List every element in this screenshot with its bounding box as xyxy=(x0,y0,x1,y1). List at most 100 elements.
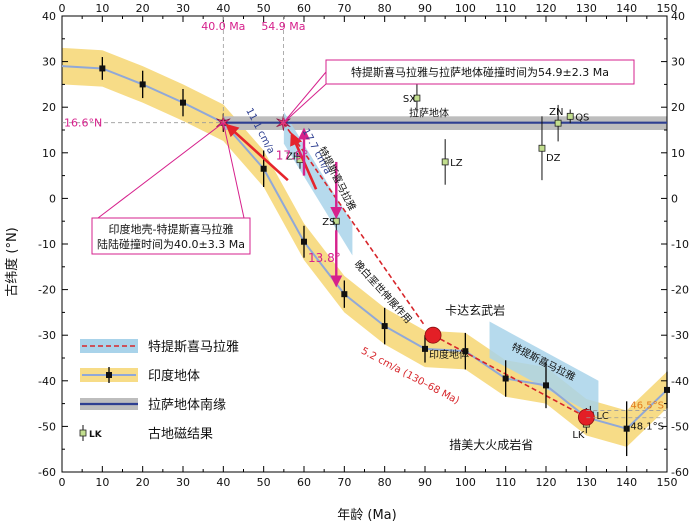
x-tick-label-bottom: 90 xyxy=(418,476,432,489)
paleomag-point xyxy=(441,158,449,166)
x-tick-label-top: 130 xyxy=(576,2,597,15)
y-tick-label-left: 10 xyxy=(42,147,56,160)
callout-text-india-1: 印度地壳-特提斯喜马拉雅 xyxy=(109,222,234,236)
legend-point-india xyxy=(106,372,112,378)
paleomag-point xyxy=(554,119,562,127)
legend-sample-label: LK xyxy=(89,430,103,440)
paleomag-label: QS xyxy=(575,112,589,123)
paleomag-point xyxy=(566,112,574,120)
india-curve xyxy=(61,65,668,430)
x-tick-label-top: 0 xyxy=(59,2,66,15)
india-point xyxy=(99,65,106,72)
y-tick-label-right: -30 xyxy=(671,329,689,342)
x-tick-label-bottom: 140 xyxy=(616,476,637,489)
x-tick-label-bottom: 130 xyxy=(576,476,597,489)
callout-text-india-2: 陆陆碰撞时间为40.0±3.3 Ma xyxy=(97,237,245,251)
y-tick-label-right: -40 xyxy=(671,375,689,388)
y-tick-label-right: 0 xyxy=(671,192,678,205)
y-tick-label-right: -60 xyxy=(671,466,689,479)
india-point xyxy=(623,425,630,432)
india-point xyxy=(341,291,348,298)
india-point xyxy=(139,81,146,88)
y-tick-label-left: 40 xyxy=(42,10,56,23)
paleomag-label: ZN xyxy=(549,107,563,118)
x-tick-label-bottom: 50 xyxy=(257,476,271,489)
x-tick-label-bottom: 0 xyxy=(59,476,66,489)
annot-lat-465: 46.5°S xyxy=(630,400,664,411)
y-tick-label-left: -10 xyxy=(38,238,56,251)
callout-text-tethyan: 特提斯喜马拉雅与拉萨地体碰撞时间为54.9±2.3 Ma xyxy=(351,65,609,79)
x-tick-label-bottom: 20 xyxy=(136,476,150,489)
x-tick-label-bottom: 100 xyxy=(455,476,476,489)
y-tick-label-right: -20 xyxy=(671,284,689,297)
paleomag-point xyxy=(413,94,421,102)
x-tick-label-top: 140 xyxy=(616,2,637,15)
india-point xyxy=(543,382,549,389)
callout-leader-india-2 xyxy=(222,122,245,219)
legend-label: 拉萨地体南缘 xyxy=(148,397,226,413)
x-tick-label-bottom: 110 xyxy=(495,476,516,489)
y-tick-label-right: -10 xyxy=(671,238,689,251)
x-tick-label-top: 90 xyxy=(418,2,432,15)
annot-lat-166: 16.6°N xyxy=(64,117,102,130)
y-tick-label-right: -50 xyxy=(671,420,689,433)
x-tick-label-top: 120 xyxy=(536,2,557,15)
legend-label: 古地磁结果 xyxy=(148,427,213,442)
x-tick-label-top: 70 xyxy=(337,2,351,15)
annot-lat-481: 48.1°S xyxy=(630,422,664,433)
callout-leader-india xyxy=(97,122,224,219)
india-band xyxy=(62,47,667,447)
india-point xyxy=(260,165,267,172)
x-tick-label-bottom: 70 xyxy=(337,476,351,489)
paleomag-label: LZ xyxy=(450,158,463,169)
y-tick-label-left: -30 xyxy=(38,329,56,342)
x-tick-label-top: 60 xyxy=(297,2,311,15)
y-tick-label-left: 20 xyxy=(42,101,56,114)
annot-age-40: 40.0 Ma xyxy=(201,20,245,33)
annot-kerguelen-rock: 卡达玄武岩 xyxy=(445,303,505,318)
india-point xyxy=(422,345,428,352)
india-point xyxy=(381,323,388,330)
x-tick-label-top: 80 xyxy=(378,2,392,15)
plot-frame: 0010102020303040405050606070708080909010… xyxy=(38,2,689,489)
paleomag-label: SX xyxy=(403,94,416,105)
paleomag-label: ZP xyxy=(286,152,299,163)
x-tick-label-top: 150 xyxy=(657,2,678,15)
x-tick-label-top: 50 xyxy=(257,2,271,15)
annot-india: 印度地体 xyxy=(429,348,469,361)
callout-box-tethyan xyxy=(325,59,635,85)
paleomag-label: ZS xyxy=(322,217,335,228)
india-point xyxy=(301,238,307,245)
callout-box-india xyxy=(91,217,251,255)
paleomag-label: LK xyxy=(572,430,585,441)
annot-age-549: 54.9 Ma xyxy=(261,20,305,33)
paleomag-point xyxy=(538,144,546,152)
x-tick-label-top: 20 xyxy=(136,2,150,15)
y-tick-label-right: 10 xyxy=(671,147,685,160)
india-point xyxy=(664,386,670,393)
annot-kerguelen-lip: 措美大火成岩省 xyxy=(449,437,533,452)
x-tick-label-top: 100 xyxy=(455,2,476,15)
y-axis-label: 古纬度 (°N) xyxy=(4,227,20,297)
rate-arrow xyxy=(225,123,289,182)
x-tick-label-bottom: 150 xyxy=(657,476,678,489)
y-tick-label-left: -50 xyxy=(38,420,56,433)
paleomag-label: LC xyxy=(596,411,609,422)
callout-leader-tethyan xyxy=(283,71,327,124)
annot-lat-179: 17.9° xyxy=(276,149,309,163)
y-tick-label-left: -40 xyxy=(38,375,56,388)
legend-label: 特提斯喜马拉雅 xyxy=(148,339,239,355)
x-tick-label-bottom: 30 xyxy=(176,476,190,489)
y-tick-label-right: 40 xyxy=(671,10,685,23)
callout-leader-tethyan-2 xyxy=(283,83,327,124)
x-tick-label-bottom: 40 xyxy=(216,476,230,489)
paleomag-label: DZ xyxy=(546,153,561,164)
annot-lat-138: 13.8° xyxy=(308,251,341,265)
legend-label: 印度地体 xyxy=(148,368,200,384)
tethyan-dashed-upper xyxy=(282,122,426,327)
y-tick-label-left: -20 xyxy=(38,284,56,297)
y-tick-label-left: -60 xyxy=(38,466,56,479)
x-tick-label-top: 10 xyxy=(95,2,109,15)
